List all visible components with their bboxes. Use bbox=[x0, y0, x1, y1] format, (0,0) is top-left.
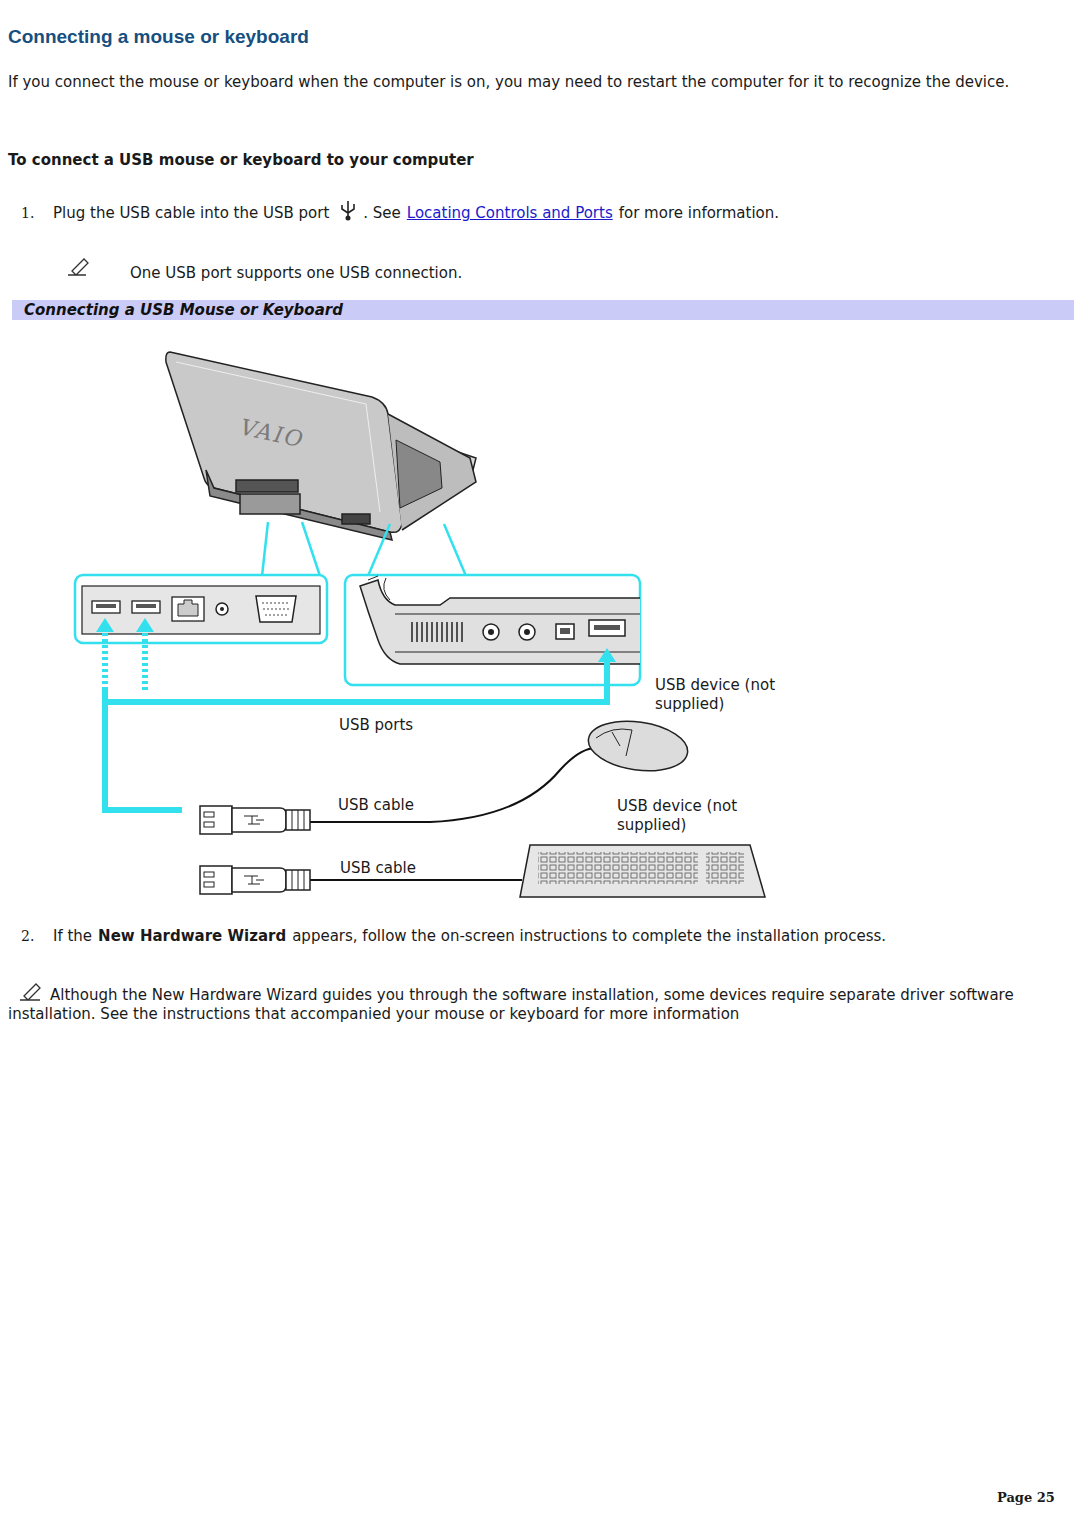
side-closeup bbox=[345, 575, 640, 685]
step-text: appears, follow the on-screen instructio… bbox=[292, 927, 886, 946]
figure-caption-band: Connecting a USB Mouse or Keyboard bbox=[12, 300, 1074, 320]
note-text: Although the New Hardware Wizard guides … bbox=[8, 986, 1070, 1024]
step-text: for more information. bbox=[619, 204, 779, 223]
cable-label: USB cable bbox=[340, 859, 416, 878]
hyperlink: Locating Controls and Ports bbox=[407, 204, 613, 223]
usb-icon bbox=[337, 197, 359, 221]
step-number: 1. bbox=[21, 204, 34, 223]
usb-plug bbox=[200, 806, 310, 834]
step-number: 2. bbox=[21, 927, 34, 946]
text-line: Plug the USB cable into the USB port . Se… bbox=[53, 204, 779, 223]
intro-text: If you connect the mouse or keyboard whe… bbox=[8, 73, 1070, 92]
mouse-drawing bbox=[585, 715, 691, 776]
device-label: USB device (not supplied) bbox=[617, 797, 742, 835]
note-text: One USB port supports one USB connection… bbox=[130, 264, 462, 283]
text-line: If the New Hardware Wizard appears, follow… bbox=[53, 927, 886, 946]
zoom-line bbox=[262, 522, 466, 576]
port-closeup bbox=[75, 575, 327, 643]
procedure-heading: To connect a USB mouse or keyboard to yo… bbox=[8, 151, 474, 170]
page-title: Connecting a mouse or keyboard bbox=[8, 27, 309, 46]
keyboard-drawing bbox=[520, 845, 765, 897]
step-text: Plug the USB cable into the USB port bbox=[53, 204, 329, 223]
band-text: Connecting a USB Mouse or Keyboard bbox=[24, 300, 343, 320]
cable-label: USB cable bbox=[338, 796, 414, 815]
device-label: USB device (not supplied) bbox=[655, 676, 780, 714]
step-text: If the bbox=[53, 927, 92, 946]
usb-plug bbox=[200, 866, 310, 894]
ports-label: USB ports bbox=[339, 716, 413, 735]
ui-name: New Hardware Wizard bbox=[98, 927, 286, 946]
laptop-drawing bbox=[166, 352, 476, 540]
connection-arrow bbox=[96, 618, 616, 810]
page-number: Page 25 bbox=[997, 1488, 1055, 1507]
step-text: . See bbox=[363, 204, 401, 223]
